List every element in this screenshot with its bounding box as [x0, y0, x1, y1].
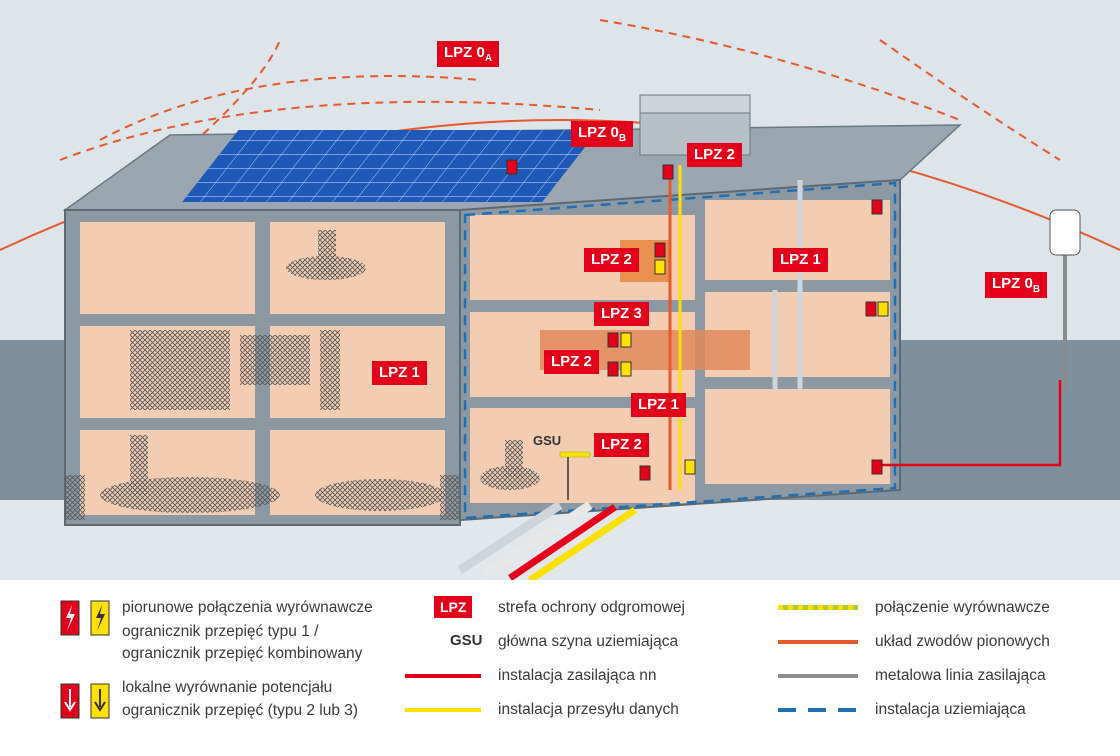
zone-label-lpz2-room: LPZ 2 [544, 350, 599, 374]
zone-label-lpz2-bottom: LPZ 2 [594, 433, 649, 457]
power-cable [508, 504, 617, 580]
earthing-ring [463, 181, 897, 520]
rebar-mesh [320, 330, 340, 410]
legend-power-line [405, 674, 481, 678]
legend-metal-text: metalowa linia zasilająca [875, 667, 1046, 684]
legend-lpz-box: LPZ [434, 596, 473, 618]
legend-lpz-text: strefa ochrony odgromowej [498, 599, 685, 616]
rebar-mesh [505, 440, 523, 478]
legend-item1-line1: piorunowe połączenia wyrównawcze [122, 599, 373, 616]
room [80, 222, 255, 314]
rebar-mesh [240, 335, 310, 385]
zone-label-lpz3: LPZ 3 [594, 302, 649, 326]
gsu-label: GSU [533, 433, 562, 448]
legend-data-text: instalacja przesyłu danych [498, 701, 679, 718]
rebar-mesh [315, 479, 445, 511]
zone-label-lpz0a: LPZ 0A [437, 41, 500, 67]
solar-panels [182, 130, 599, 202]
legend-item2-line2: ogranicznik przepięć (typu 2 lub 3) [122, 702, 359, 719]
legend: piorunowe połączenia wyrównawcze ogranic… [0, 580, 1120, 750]
type1-spd-icon [60, 600, 110, 636]
legend-earthing-line [778, 708, 858, 712]
supply-pipe [457, 501, 563, 574]
legend-down-conductor-text: układ zwodów pionowych [875, 633, 1050, 650]
legend-item1-line3: ogranicznik przepięć kombinowany [122, 645, 363, 662]
rebar-mesh [130, 330, 230, 410]
legend-data-line [405, 708, 481, 712]
zone-label-lpz1-left: LPZ 1 [372, 361, 427, 385]
legend-equipotential-text: połączenie wyrównawcze [875, 599, 1050, 616]
legend-item2-line1: lokalne wyrównanie potencjału [122, 679, 333, 696]
rebar-mesh [65, 475, 85, 520]
zone-label-lpz0b-outside: LPZ 0B [985, 272, 1048, 298]
catenary-wire [599, 19, 961, 121]
type2-spd-icon [60, 683, 110, 719]
legend-equipotential-line [778, 605, 858, 610]
gsu-bar [559, 451, 591, 458]
zone-label-lpz1-center: LPZ 1 [631, 393, 686, 417]
building-illustration [0, 0, 1120, 580]
legend-gsu-label: GSU [450, 632, 483, 649]
data-cable [528, 507, 637, 580]
rebar-mesh [100, 477, 280, 513]
legend-metal-line [778, 674, 858, 678]
zone-label-lpz2-roof: LPZ 2 [687, 143, 742, 167]
legend-earthing-text: instalacja uziemiająca [875, 701, 1026, 718]
zone-label-lpz1-right: LPZ 1 [773, 248, 828, 272]
legend-power-text: instalacja zasilająca nn [498, 667, 657, 684]
legend-gsu-text: główna szyna uziemiająca [498, 633, 679, 650]
rooftop-cap [639, 94, 751, 114]
catenary-wire [879, 39, 1061, 161]
room [705, 389, 890, 484]
rebar-mesh [286, 256, 366, 280]
legend-item1-line2: ogranicznik przepięć typu 1 / [122, 623, 319, 640]
catenary-wire [99, 75, 481, 141]
rebar-mesh [440, 475, 460, 520]
zone-label-lpz0b-roof: LPZ 0B [571, 121, 634, 147]
zone-label-lpz2-mid: LPZ 2 [584, 248, 639, 272]
floodlight [1049, 209, 1081, 256]
spd-icons [506, 159, 889, 481]
external-power-line [880, 380, 1062, 467]
supply-pipe [482, 501, 593, 579]
legend-down-conductor-line [778, 640, 858, 644]
